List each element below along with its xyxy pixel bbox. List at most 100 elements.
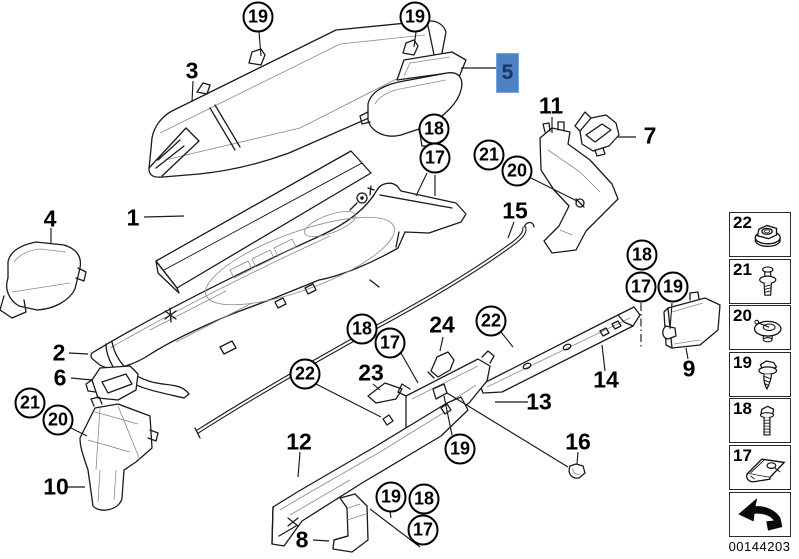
legend-item-18[interactable]: 18 bbox=[729, 398, 791, 446]
circled-callout-18[interactable]: 18 bbox=[626, 239, 658, 271]
part-16-clamp bbox=[568, 463, 586, 479]
callout-13[interactable]: 13 bbox=[526, 388, 552, 415]
legend-number: 21 bbox=[733, 259, 752, 279]
leader-line bbox=[258, 31, 262, 57]
flange-nut-icon bbox=[745, 215, 789, 260]
circled-callout-18[interactable]: 18 bbox=[346, 313, 378, 345]
part-2-cowl-panel bbox=[90, 182, 467, 399]
circled-callout-19[interactable]: 19 bbox=[242, 1, 274, 33]
leader-line bbox=[312, 539, 330, 542]
direction-arrow-box bbox=[729, 491, 791, 537]
leader-line bbox=[415, 172, 428, 197]
legend-number: 17 bbox=[733, 445, 752, 465]
callout-11[interactable]: 11 bbox=[538, 92, 564, 119]
diagram-id: 00144203 bbox=[728, 539, 791, 554]
legend-item-20[interactable]: 20 bbox=[729, 305, 791, 353]
circled-callout-17[interactable]: 17 bbox=[625, 271, 657, 303]
front-direction-arrow-icon bbox=[734, 494, 786, 541]
part-24-clip bbox=[427, 351, 455, 379]
legend-item-19[interactable]: 19 bbox=[729, 351, 791, 400]
leader-line bbox=[446, 392, 569, 468]
highlighted-callout-5[interactable]: 5 bbox=[496, 53, 519, 93]
leader-line bbox=[315, 383, 382, 418]
self-tapping-screw-icon bbox=[745, 355, 789, 400]
part-5-cover bbox=[359, 51, 467, 147]
leader-line bbox=[297, 451, 301, 478]
part-23-clip bbox=[367, 382, 403, 404]
callout-3[interactable]: 3 bbox=[185, 57, 199, 84]
fastener-legend: 22 21 bbox=[729, 212, 791, 538]
callout-10[interactable]: 10 bbox=[43, 473, 69, 500]
clip-nut-icon bbox=[741, 448, 789, 493]
callout-23[interactable]: 23 bbox=[358, 359, 384, 386]
expanding-rivet-icon bbox=[745, 262, 789, 307]
legend-item-21[interactable]: 21 bbox=[729, 258, 791, 307]
leader-line bbox=[685, 347, 689, 360]
part-12-trim-panel bbox=[271, 396, 469, 547]
leader-line bbox=[413, 31, 417, 48]
part-15-seal-strip bbox=[194, 221, 535, 439]
part-4-cover bbox=[0, 241, 87, 319]
leader-line bbox=[191, 80, 194, 103]
circled-callout-20[interactable]: 20 bbox=[42, 404, 74, 436]
leader-line bbox=[507, 221, 515, 239]
part-7-grille bbox=[574, 111, 620, 157]
circled-callout-18[interactable]: 18 bbox=[418, 113, 450, 145]
grommet-icon bbox=[745, 308, 789, 353]
callout-4[interactable]: 4 bbox=[43, 205, 57, 232]
callout-6[interactable]: 6 bbox=[53, 364, 67, 391]
leader-line bbox=[500, 331, 514, 348]
leader-line bbox=[70, 377, 93, 381]
circled-callout-19[interactable]: 19 bbox=[399, 1, 431, 33]
leader-line bbox=[372, 383, 381, 391]
legend-number: 18 bbox=[733, 399, 752, 419]
circled-callout-17[interactable]: 17 bbox=[419, 142, 451, 174]
callout-7[interactable]: 7 bbox=[643, 122, 657, 149]
callout-12[interactable]: 12 bbox=[286, 428, 312, 455]
leader-line bbox=[68, 352, 89, 355]
leader-line bbox=[530, 177, 578, 202]
legend-number: 20 bbox=[733, 306, 752, 326]
circled-callout-21[interactable]: 21 bbox=[14, 387, 46, 419]
part-8-corner-bracket bbox=[332, 493, 369, 553]
leader-line bbox=[400, 352, 419, 384]
circled-callout-19[interactable]: 19 bbox=[375, 481, 407, 513]
callout-9[interactable]: 9 bbox=[682, 355, 696, 382]
circled-callout-20[interactable]: 20 bbox=[501, 155, 533, 187]
leader-line bbox=[669, 302, 673, 330]
leader-line bbox=[576, 451, 579, 465]
circled-callout-17[interactable]: 17 bbox=[374, 327, 406, 359]
callout-16[interactable]: 16 bbox=[565, 428, 591, 455]
callout-1[interactable]: 1 bbox=[126, 204, 140, 231]
callout-24[interactable]: 24 bbox=[429, 311, 455, 338]
leader-lines bbox=[50, 31, 689, 548]
callout-14[interactable]: 14 bbox=[593, 366, 619, 393]
part-14-trim-strip bbox=[473, 306, 641, 394]
part-1-microfilter bbox=[155, 150, 372, 294]
legend-item-17[interactable]: 17 bbox=[729, 444, 791, 493]
leader-line bbox=[70, 427, 88, 437]
circled-callout-19[interactable]: 19 bbox=[657, 271, 689, 303]
leader-line bbox=[143, 215, 185, 218]
legend-number: 22 bbox=[733, 213, 752, 232]
circled-callout-18[interactable]: 18 bbox=[408, 483, 440, 515]
leader-line bbox=[439, 336, 444, 352]
part-11-duct bbox=[539, 121, 619, 254]
callout-8[interactable]: 8 bbox=[295, 526, 309, 553]
leader-line bbox=[443, 395, 453, 436]
part-10-support bbox=[79, 396, 159, 511]
leader-line bbox=[601, 344, 606, 372]
circled-callout-21[interactable]: 21 bbox=[473, 139, 505, 171]
callout-2[interactable]: 2 bbox=[52, 339, 66, 366]
circled-callout-22[interactable]: 22 bbox=[289, 358, 321, 390]
part-6-bracket bbox=[85, 365, 139, 401]
legend-number: 19 bbox=[733, 352, 752, 372]
hex-bolt-icon bbox=[745, 401, 789, 446]
circled-callout-19[interactable]: 19 bbox=[444, 433, 476, 465]
callout-15[interactable]: 15 bbox=[502, 197, 528, 224]
circled-callout-17[interactable]: 17 bbox=[407, 514, 439, 546]
circled-callout-22[interactable]: 22 bbox=[475, 305, 507, 337]
legend-item-22[interactable]: 22 bbox=[729, 212, 791, 257]
